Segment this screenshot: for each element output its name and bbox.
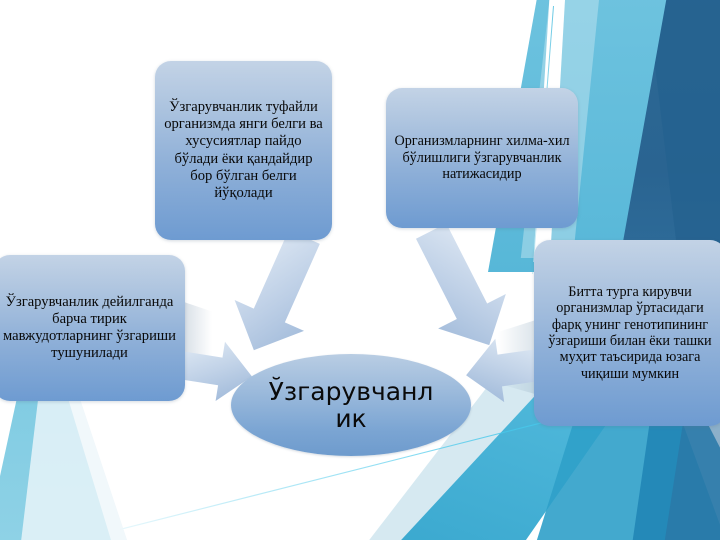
node-variability-causes[interactable]: Ўзгарувчанлик туфайли организмда янги бе… xyxy=(155,61,332,240)
arrow-from-definition xyxy=(180,337,254,405)
node-diversity-result-label: Организмларнинг хилма-хил бўлишлиги ўзга… xyxy=(394,133,570,183)
node-definition-label: Ўзгарувчанлик дейилганда барча тирик мав… xyxy=(3,293,176,362)
arrow-from-variability-causes xyxy=(234,230,368,366)
node-diversity-result[interactable]: Организмларнинг хилма-хил бўлишлиги ўзга… xyxy=(386,88,578,228)
node-intraspecies[interactable]: Битта турга кирувчи организмлар ўртасида… xyxy=(534,240,720,426)
node-center-variability[interactable]: Ўзгарувчанлик xyxy=(231,354,471,456)
node-intraspecies-label: Битта турга кирувчи организмлар ўртасида… xyxy=(548,283,712,382)
node-center-variability-label: Ўзгарувчанлик xyxy=(268,377,434,433)
node-variability-causes-label: Ўзгарувчанлик туфайли организмда янги бе… xyxy=(164,99,323,201)
node-definition[interactable]: Ўзгарувчанлик дейилганда барча тирик мав… xyxy=(0,255,185,401)
arrow-from-diversity-result xyxy=(372,223,506,368)
arrow-from-intraspecies xyxy=(456,334,542,406)
